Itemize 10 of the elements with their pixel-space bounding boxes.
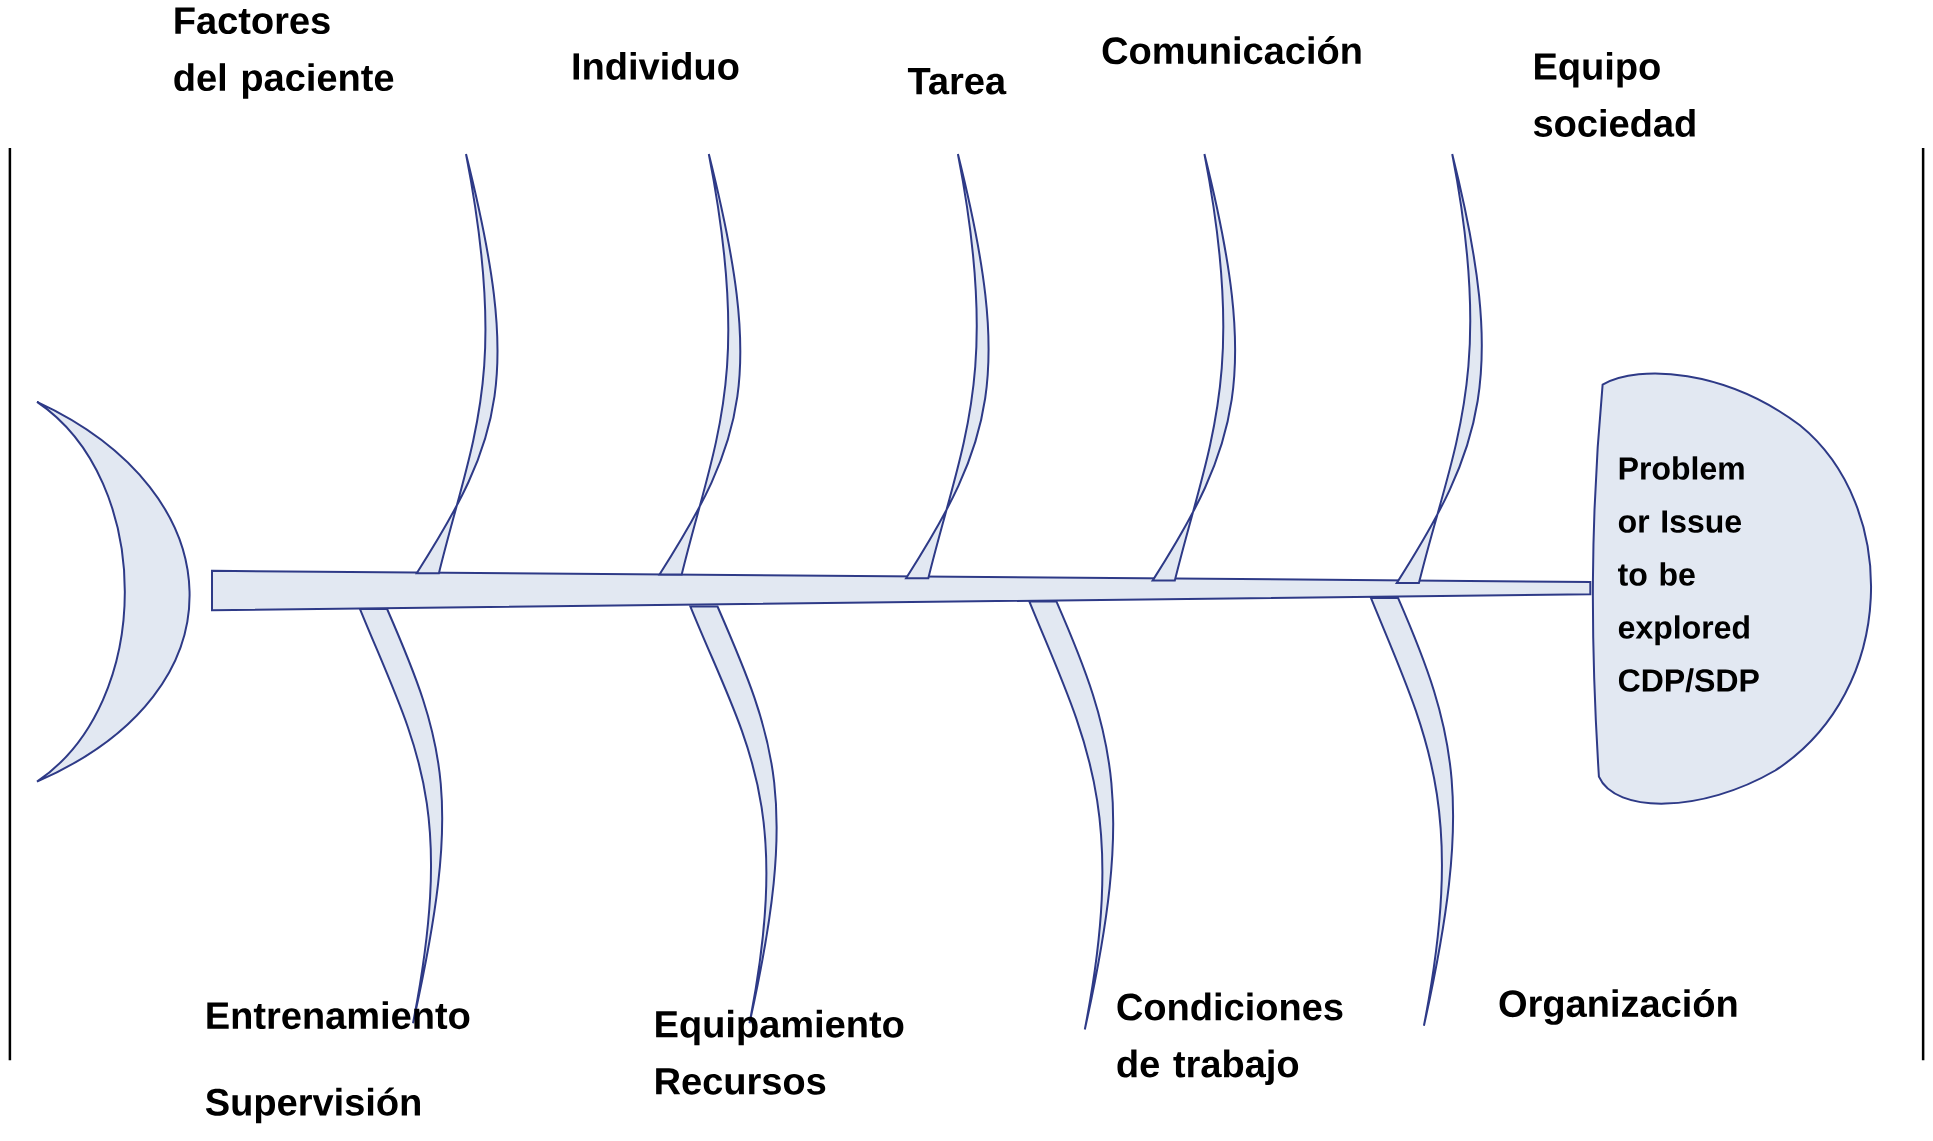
category-label: Comunicación [1102, 36, 1361, 65]
category-label: Tarea [907, 68, 1007, 95]
category-label: Individuo [573, 52, 739, 80]
category-label: Condiciones de trabajo [1117, 992, 1343, 1086]
category-label: Organización [1499, 988, 1737, 1025]
fish-head: Problem or Issue to be explored CDP/SDP [1591, 372, 1872, 805]
category-label: Factores del paciente [174, 7, 394, 99]
category-label: Equipamiento Recursos [656, 1009, 904, 1095]
category-label: Equipo sociedad [1533, 52, 1695, 137]
category-label: Supervisión [205, 1087, 420, 1124]
